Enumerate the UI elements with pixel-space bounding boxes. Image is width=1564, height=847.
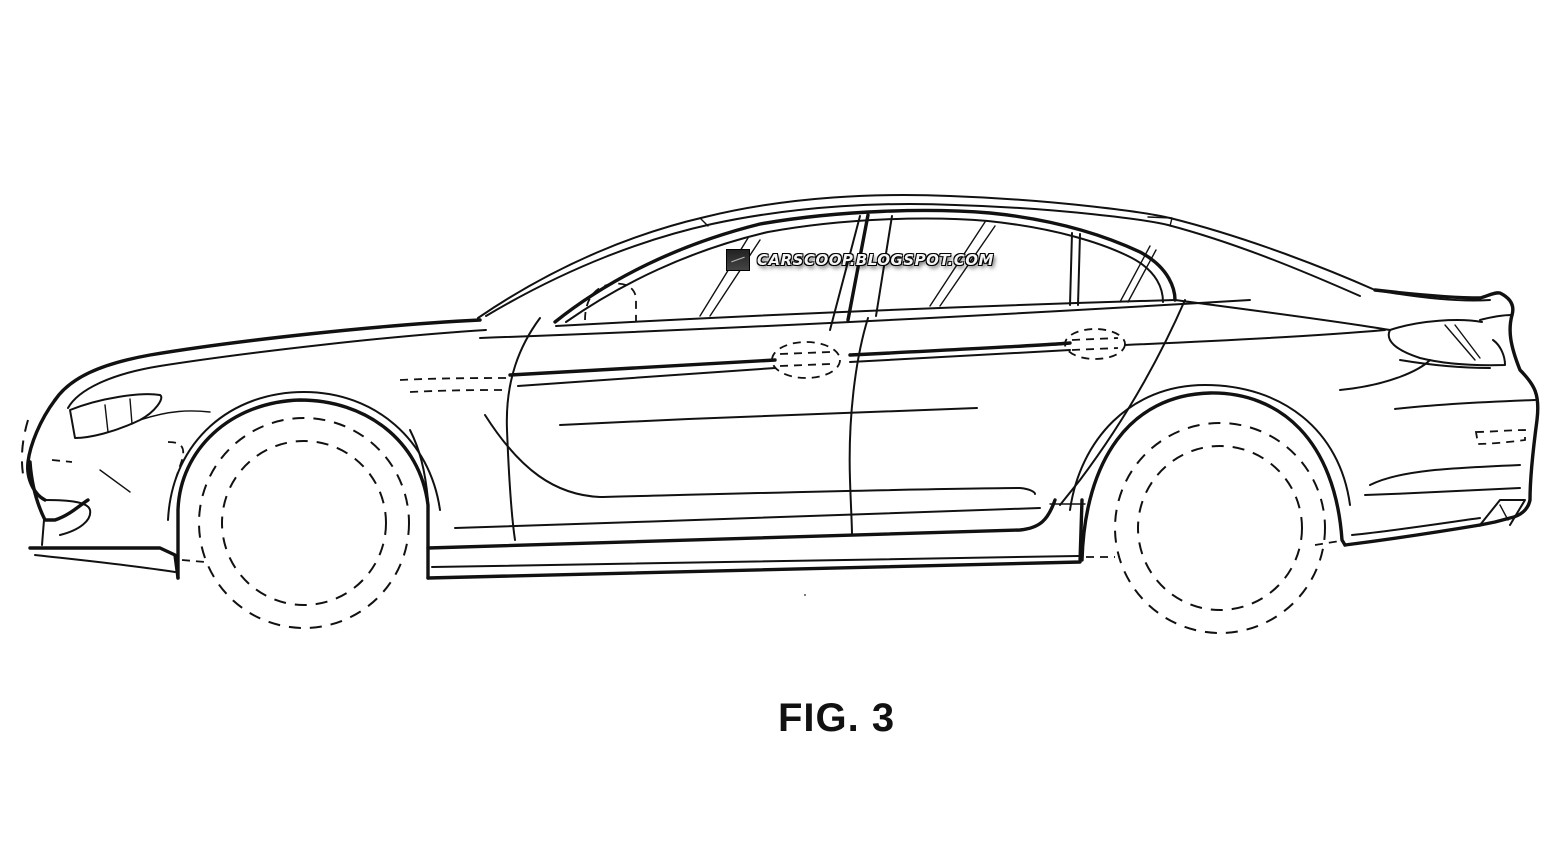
rear-end [1174,288,1540,547]
figure-caption: FIG. 3 [778,696,896,740]
front-wheel [167,391,441,629]
carscoop-logo-icon [726,249,750,271]
speck [804,594,806,596]
watermark-text: CARSCOOP.BLOGSPOT.COM [757,251,994,269]
side-body [399,299,1386,580]
rear-wheel [1069,384,1351,634]
watermark: CARSCOOP.BLOGSPOT.COM [726,248,997,272]
